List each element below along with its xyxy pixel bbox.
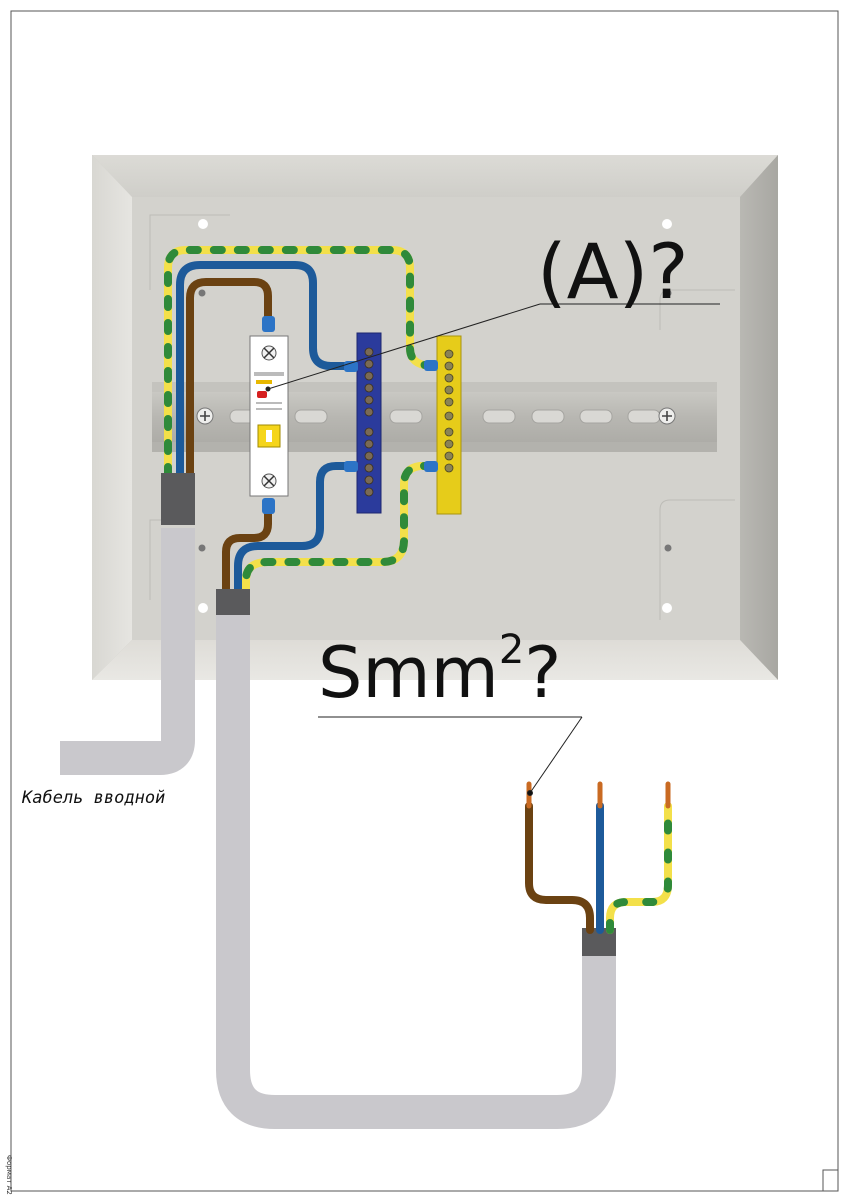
input-cable-label: Кабель вводной	[21, 788, 165, 808]
sheet-frame	[10, 10, 839, 1192]
din-rail-icon	[152, 382, 717, 452]
input-cable	[60, 473, 195, 775]
leader-lines	[265, 303, 720, 796]
sheet-format-label: Формат А2	[5, 1155, 13, 1195]
cross-section-question-mark: ?	[524, 632, 561, 714]
output-conductors	[525, 781, 672, 934]
output-cable	[216, 589, 616, 1129]
internal-wiring	[164, 246, 436, 594]
rail-screw-right-icon	[658, 407, 676, 425]
breaker-icon	[249, 316, 289, 514]
amperage-question-label: (A)?	[537, 227, 689, 316]
neutral-busbar-icon	[344, 332, 382, 514]
earth-busbar-icon	[424, 335, 462, 515]
cross-section-base: Smm	[318, 632, 499, 714]
rail-screw-left-icon	[196, 407, 214, 425]
sheet-corner-box	[822, 1169, 839, 1192]
cross-section-question-label: Smm2?	[318, 627, 561, 714]
cross-section-superscript: 2	[499, 627, 524, 673]
